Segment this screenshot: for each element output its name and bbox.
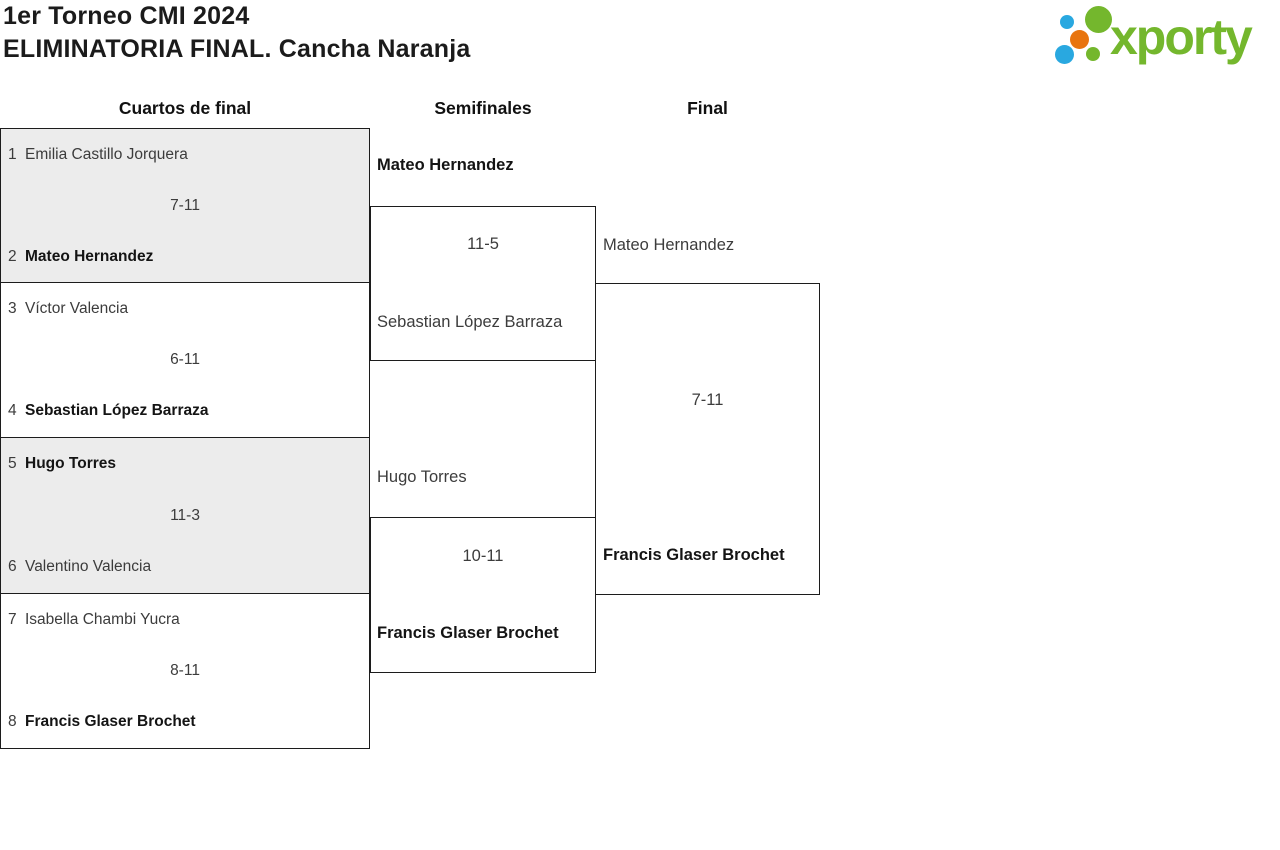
- match-score: 11-3: [170, 506, 200, 524]
- seed-number: 5: [8, 454, 17, 472]
- match-row-player: 5 Hugo Torres: [1, 438, 369, 490]
- round-header-quarterfinals: Cuartos de final: [118, 98, 252, 118]
- semifinal1-player1: Mateo Hernandez: [377, 156, 514, 174]
- match-row-player: 7 Isabella Chambi Yucra: [1, 594, 369, 645]
- match-score: 6-11: [170, 350, 200, 368]
- player-name-winner: Mateo Hernandez: [25, 247, 154, 265]
- stage-subtitle: ELIMINATORIA FINAL. Cancha Naranja: [3, 35, 471, 63]
- xporty-logo[interactable]: xporty: [1048, 0, 1280, 72]
- match-row-player: 3 Víctor Valencia: [1, 283, 369, 334]
- match-score: 8-11: [170, 661, 200, 679]
- quarterfinal-match-2: 3 Víctor Valencia 6-11 4 Sebastian López…: [0, 282, 370, 438]
- semifinal1-player2: Sebastian López Barraza: [377, 313, 563, 331]
- final-score: 7-11: [691, 391, 724, 409]
- player-name-winner: Francis Glaser Brochet: [25, 713, 196, 731]
- match-row-score: 7-11: [1, 180, 369, 231]
- match-score: 7-11: [170, 196, 200, 214]
- match-row-player: 1 Emilia Castillo Jorquera: [1, 129, 369, 180]
- semifinal2-player1: Hugo Torres: [377, 468, 467, 486]
- round-header-final: Final: [687, 98, 728, 118]
- seed-number: 2: [8, 247, 17, 265]
- player-name-winner: Sebastian López Barraza: [25, 402, 209, 420]
- match-row-player: 6 Valentino Valencia: [1, 541, 369, 593]
- match-row-score: 8-11: [1, 645, 369, 696]
- seed-number: 3: [8, 299, 17, 317]
- match-row-player: 4 Sebastian López Barraza: [1, 386, 369, 437]
- semifinal1-score: 11-5: [467, 235, 499, 253]
- round-header-semifinals: Semifinales: [434, 98, 532, 118]
- semifinal-match-2-box: [370, 517, 596, 673]
- semifinal-match-1-box: [370, 206, 596, 361]
- match-row-score: 6-11: [1, 334, 369, 385]
- semifinal2-player2: Francis Glaser Brochet: [377, 624, 559, 642]
- logo-dot-green-small-icon: [1086, 47, 1100, 61]
- seed-number: 6: [8, 558, 17, 576]
- player-name: Valentino Valencia: [25, 558, 152, 576]
- logo-dot-blue-large-icon: [1055, 45, 1074, 64]
- match-row-score: 11-3: [1, 490, 369, 542]
- logo-wordmark: xporty: [1110, 9, 1253, 65]
- logo-dot-orange-icon: [1070, 30, 1089, 49]
- quarterfinal-match-1: 1 Emilia Castillo Jorquera 7-11 2 Mateo …: [0, 128, 370, 283]
- logo-dot-blue-small-icon: [1060, 15, 1074, 29]
- quarterfinal-match-4: 7 Isabella Chambi Yucra 8-11 8 Francis G…: [0, 593, 370, 749]
- player-name: Isabella Chambi Yucra: [25, 610, 180, 628]
- player-name-winner: Hugo Torres: [25, 454, 116, 472]
- match-row-player: 2 Mateo Hernandez: [1, 231, 369, 282]
- player-name: Víctor Valencia: [25, 299, 129, 317]
- seed-number: 4: [8, 402, 17, 420]
- seed-number: 7: [8, 610, 17, 628]
- logo-dot-green-large-icon: [1085, 6, 1112, 33]
- seed-number: 8: [8, 713, 17, 731]
- final-match-box: [595, 283, 820, 595]
- final-player2: Francis Glaser Brochet: [603, 546, 785, 564]
- semifinal2-score: 10-11: [462, 547, 504, 565]
- player-name: Emilia Castillo Jorquera: [25, 145, 188, 163]
- seed-number: 1: [8, 145, 17, 163]
- match-row-player: 8 Francis Glaser Brochet: [1, 697, 369, 748]
- final-player1: Mateo Hernandez: [603, 236, 735, 254]
- page-title: 1er Torneo CMI 2024 ELIMINATORIA FINAL. …: [3, 0, 471, 66]
- quarterfinal-match-3: 5 Hugo Torres 11-3 6 Valentino Valencia: [0, 437, 370, 594]
- tournament-name: 1er Torneo CMI 2024: [3, 2, 250, 30]
